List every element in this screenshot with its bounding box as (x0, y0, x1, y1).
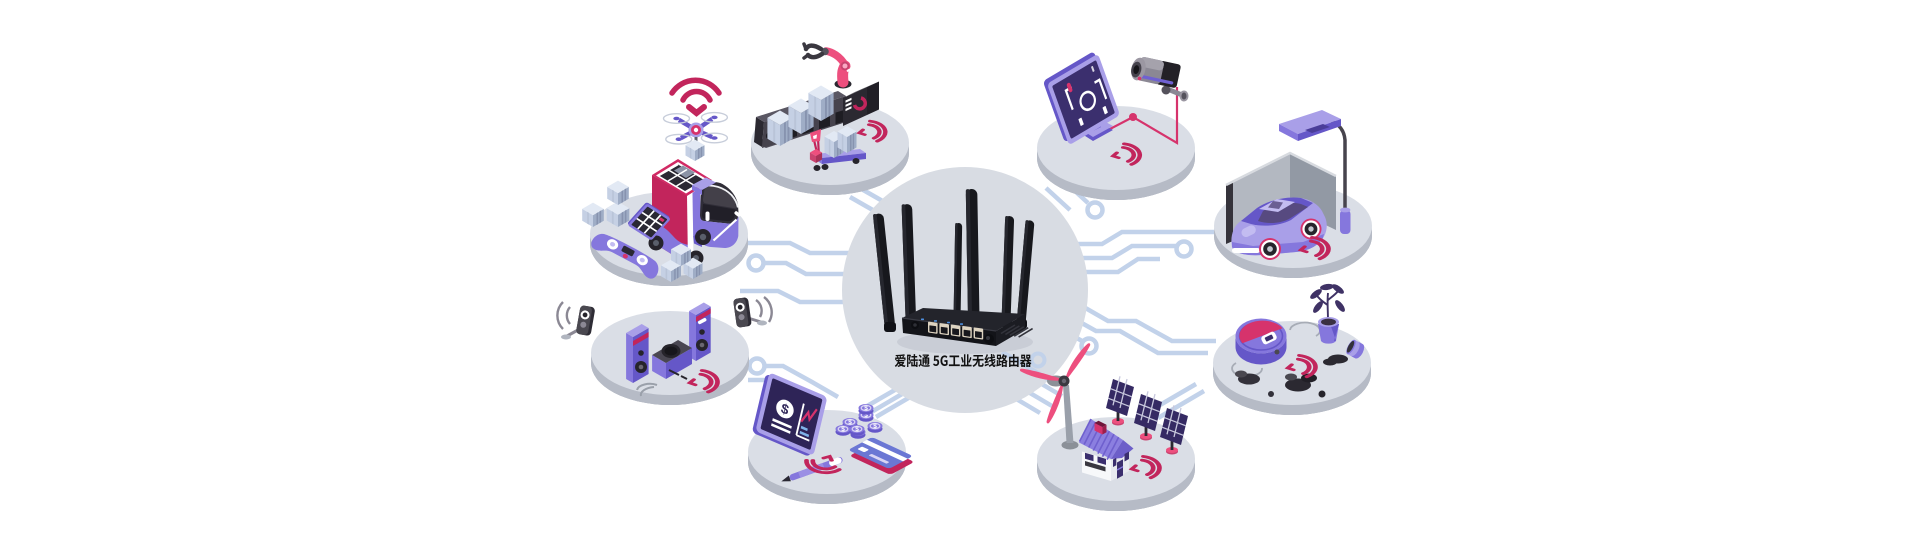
svg-text:$: $ (864, 412, 868, 419)
svg-text:$: $ (841, 426, 845, 433)
svg-text:$: $ (855, 426, 859, 433)
svg-text:$: $ (780, 400, 791, 418)
svg-text:$: $ (864, 405, 868, 412)
svg-text:$: $ (873, 423, 877, 430)
svg-text:$: $ (848, 419, 852, 426)
